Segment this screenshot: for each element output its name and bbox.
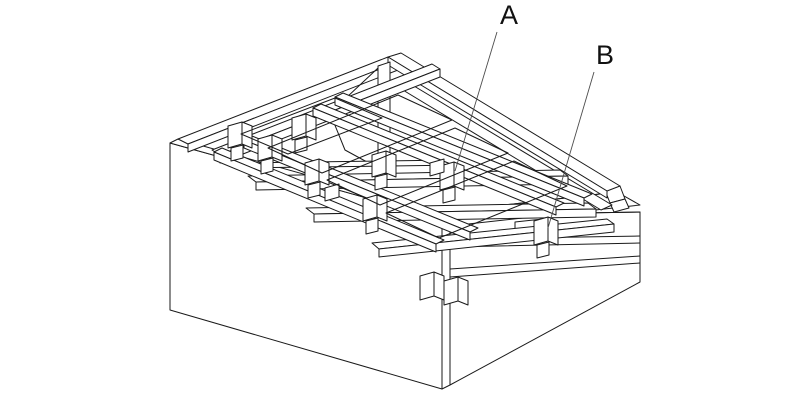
connector-clip: [258, 135, 282, 174]
side-panel-groove-4: [450, 263, 640, 277]
divider-frame: [178, 53, 620, 257]
side-rail-corner-block-top: [610, 199, 629, 212]
connector-clip: [325, 184, 339, 201]
transverse-rail-4-side: [335, 97, 584, 206]
side-panel-groove-3: [450, 256, 640, 269]
connector-clip: [444, 277, 468, 305]
leader-line-a: [455, 32, 497, 171]
divider-connector-clip-b: [534, 217, 558, 258]
callout-label-a: A: [500, 0, 518, 30]
cell-outline-3: [386, 161, 567, 238]
cell-outline-1: [268, 95, 452, 173]
divider-connector-clips: [228, 114, 558, 305]
leader-line-b: [548, 72, 594, 228]
connector-clip: [430, 159, 444, 176]
cell-outline-4: [241, 98, 382, 154]
callout-group-a: A: [455, 0, 518, 171]
callout-group-b: B: [548, 40, 614, 228]
cell-outline-2: [327, 128, 508, 205]
transverse-rail-1-side: [214, 152, 436, 252]
connector-clip: [363, 195, 387, 234]
connector-clip: [420, 272, 444, 300]
divider-cell-outlines: [241, 95, 567, 238]
connector-clip: [228, 122, 252, 161]
callout-label-b: B: [596, 40, 614, 70]
